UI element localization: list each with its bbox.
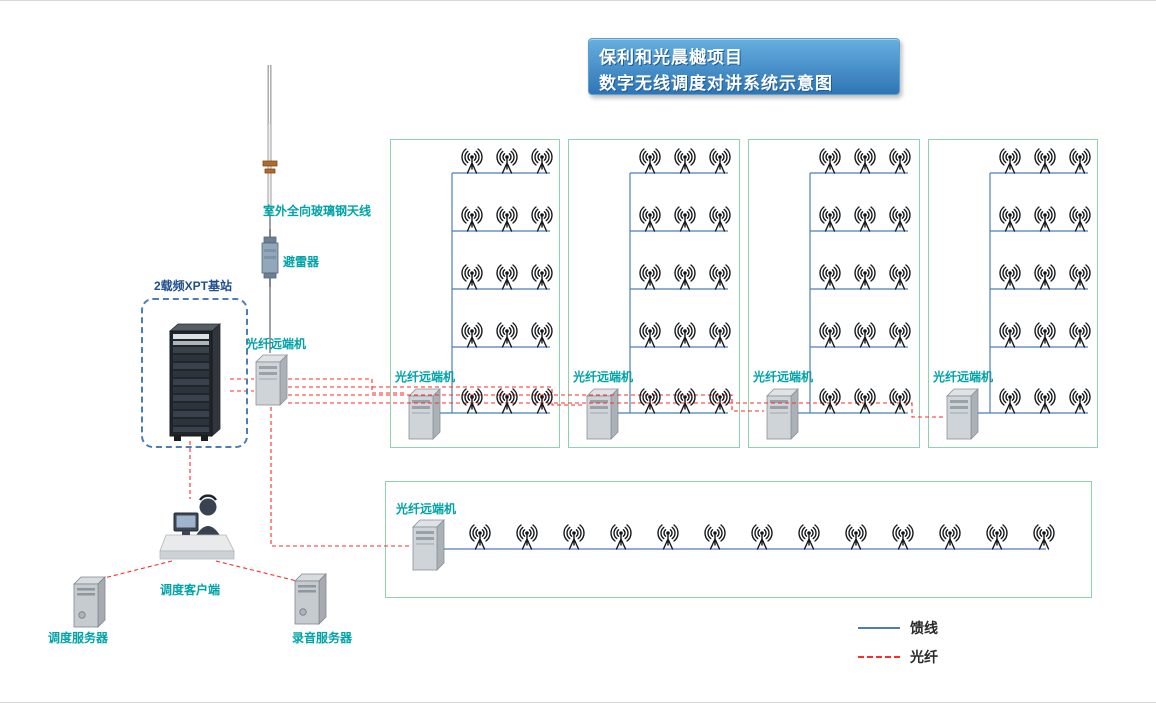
legend-fiber-row: 光纤 bbox=[858, 642, 938, 671]
fiber-remote-unit-icon bbox=[411, 518, 445, 572]
legend: 馈线 光纤 bbox=[858, 613, 938, 671]
feeder-line-sample bbox=[858, 626, 900, 629]
fiber-remote-unit-icon bbox=[407, 387, 441, 441]
outdoor-antenna-mast-icon bbox=[259, 64, 281, 222]
dispatcher-workstation-icon bbox=[148, 493, 243, 580]
legend-feeder-label: 馈线 bbox=[910, 619, 938, 636]
base-station-boundary bbox=[141, 298, 248, 448]
dispatch-server-icon bbox=[72, 575, 106, 629]
zone-remote-label: 光纤远端机 bbox=[573, 370, 634, 384]
dispatch-server-label: 调度服务器 bbox=[48, 631, 109, 645]
base-station-label: 2载频XPT基站 bbox=[154, 279, 233, 293]
zone-remote-label: 光纤远端机 bbox=[395, 370, 456, 384]
fiber-remote-unit-icon bbox=[585, 387, 619, 441]
fiber-remote-unit-icon bbox=[765, 387, 799, 441]
legend-feeder-row: 馈线 bbox=[858, 613, 938, 642]
recording-server-icon bbox=[293, 572, 327, 626]
base-fiber-remote-label: 光纤远端机 bbox=[246, 337, 307, 351]
title-line-1: 保利和光晨樾项目 bbox=[599, 48, 743, 67]
fiber-line-sample bbox=[858, 655, 900, 658]
antenna-zone-1: 光纤远端机 bbox=[390, 139, 560, 448]
zone-remote-label: 光纤远端机 bbox=[933, 370, 994, 384]
lightning-arrester-icon bbox=[258, 229, 282, 292]
base-station-rack-icon bbox=[162, 321, 226, 448]
outdoor-antenna-label: 室外全向玻璃钢天线 bbox=[263, 204, 372, 218]
corridor-zone: 光纤远端机 bbox=[385, 481, 1092, 598]
title-box: 保利和光晨樾项目 数字无线调度对讲系统示意图 bbox=[588, 38, 900, 95]
legend-fiber-label: 光纤 bbox=[910, 648, 938, 665]
recording-server-label: 录音服务器 bbox=[292, 631, 353, 645]
dispatch-client-label: 调度客户端 bbox=[160, 583, 221, 597]
zone-remote-label: 光纤远端机 bbox=[396, 502, 457, 516]
zone-remote-label: 光纤远端机 bbox=[753, 370, 814, 384]
fiber-remote-unit-icon bbox=[254, 353, 288, 407]
title-line-2: 数字无线调度对讲系统示意图 bbox=[599, 73, 833, 93]
antenna-zone-2: 光纤远端机 bbox=[568, 139, 740, 448]
antenna-zone-4: 光纤远端机 bbox=[928, 139, 1098, 448]
fiber-remote-unit-icon bbox=[945, 387, 979, 441]
arrester-label: 避雷器 bbox=[283, 255, 320, 269]
antenna-zone-3: 光纤远端机 bbox=[748, 139, 920, 448]
